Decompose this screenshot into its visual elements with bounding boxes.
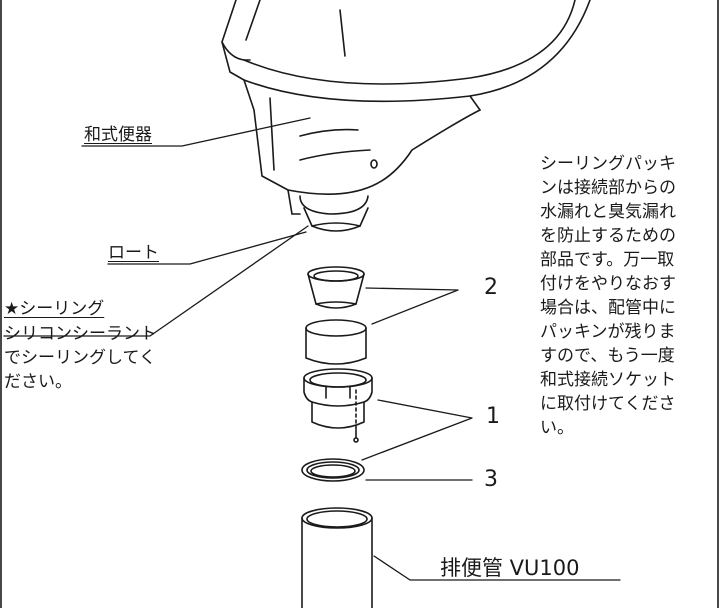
note-line: すので、もう一度 bbox=[540, 346, 675, 366]
note-line: に取付けてくださ bbox=[540, 394, 676, 414]
note-line: シーリングパッキ bbox=[540, 154, 676, 174]
toilet-body bbox=[221, 0, 591, 215]
drain-pipe bbox=[301, 507, 373, 608]
instruction-line: でシーリングしてく bbox=[4, 348, 156, 368]
note-line: 場合は、配管中に bbox=[540, 298, 676, 318]
part-number-ring: 3 bbox=[484, 467, 498, 492]
part-number-packing: 2 bbox=[484, 275, 498, 300]
note-line: を防止するための bbox=[540, 226, 676, 246]
sealing-label: ★シーリング bbox=[4, 299, 105, 319]
packing-note: シーリングパッキ ンは接続部からの 水漏れと臭気漏れ を防止するための 部品です… bbox=[540, 152, 716, 440]
note-line: ンは接続部からの bbox=[540, 178, 676, 198]
packing-upper bbox=[307, 266, 365, 309]
toilet-label: 和式便器 bbox=[84, 125, 152, 145]
funnel bbox=[299, 195, 369, 232]
leader-lines bbox=[3, 117, 621, 581]
part-number-socket: 1 bbox=[486, 404, 500, 429]
note-line: い。 bbox=[540, 418, 574, 438]
note-line: 部品です。万一取 bbox=[540, 250, 675, 270]
instruction-line: シリコンシーラント bbox=[4, 324, 157, 344]
packing-lower bbox=[305, 319, 367, 365]
note-line: パッキンが残りま bbox=[540, 322, 676, 342]
note-line: 和式接続ソケット bbox=[540, 370, 676, 390]
instruction-line: ださい。 bbox=[4, 372, 72, 392]
note-line: 水漏れと臭気漏れ bbox=[540, 202, 676, 222]
sealing-instructions: シリコンシーラント でシーリングしてく ださい。 bbox=[4, 322, 157, 394]
note-line: 付けをやりなおす bbox=[540, 274, 676, 294]
connection-socket bbox=[303, 368, 373, 443]
o-ring bbox=[301, 458, 365, 482]
pipe-label: 排便管 VU100 bbox=[440, 556, 580, 580]
funnel-label: ロート bbox=[108, 243, 159, 263]
